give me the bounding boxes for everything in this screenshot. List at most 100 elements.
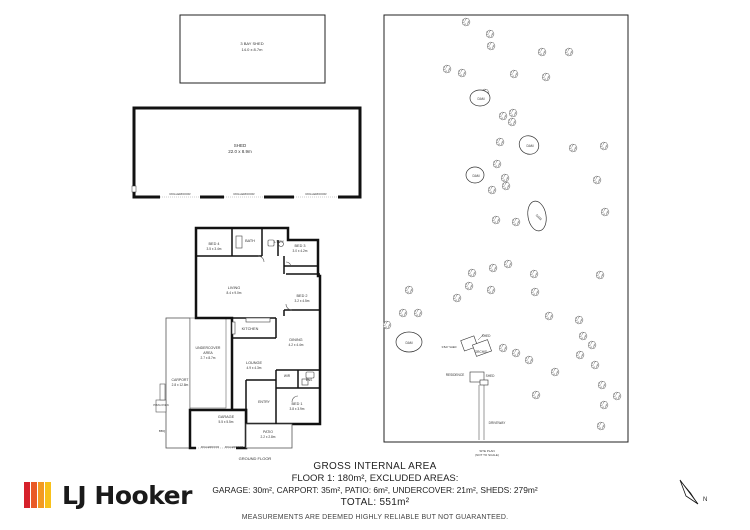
site-orchid: [472, 339, 492, 357]
brand-stripe: [24, 482, 30, 508]
tree-icon: [492, 159, 502, 169]
big-shed-size: 22.0 x 8.9m: [228, 149, 252, 154]
tree-icon: [495, 137, 505, 147]
tree-icon: [544, 311, 554, 321]
tree-icon: [464, 281, 474, 291]
tree-icon: [550, 367, 560, 377]
tree-icon: [491, 215, 501, 225]
room-dining-size: 4.2 x 4.4m: [289, 343, 304, 347]
tree-icon: [599, 400, 609, 410]
tree-icon: [509, 69, 519, 79]
site-3bay-label: 3 BAY SHED: [441, 345, 456, 349]
room-entry: ENTRY: [258, 400, 270, 404]
tree-icon: [537, 47, 547, 57]
lj-hooker-logo: LJ Hooker: [24, 480, 192, 510]
tree-icon: [574, 315, 584, 325]
tree-icon: [503, 259, 513, 269]
tree-icon: [564, 47, 574, 57]
dam-2-label: DAM: [526, 144, 533, 148]
small-shed: 3 BAY SHED 14.0 x 8.7m: [179, 14, 326, 84]
big-shed: SHED 22.0 x 8.9m ROLLERDOOR ROLLERDOOR R…: [131, 106, 362, 199]
floor-area-line: FLOOR 1: 180m², EXCLUDED AREAS:: [291, 473, 459, 484]
room-living-size: 8.4 x 9.0m: [227, 291, 242, 295]
tree-icon: [596, 421, 606, 431]
ground-floor-plan: PIZZA OVEN BBQ: [153, 226, 322, 461]
room-bed4: BED 4: [209, 242, 220, 246]
brand-stripe: [31, 482, 37, 508]
dam-2: [518, 135, 540, 155]
brand-stripe: [45, 482, 51, 508]
room-bed2: BED 2: [297, 294, 308, 298]
room-bed3-size: 3.0 x 4.2m: [293, 249, 308, 253]
tree-icon: [461, 17, 471, 27]
room-ldry: L'DRY: [274, 240, 285, 244]
room-undercover-2: AREA: [203, 351, 213, 355]
tree-group: [382, 17, 622, 431]
room-wir: WIR: [284, 374, 291, 378]
dam-1-label: DAM: [477, 97, 484, 101]
site-shed-label: SHED: [482, 334, 492, 338]
north-label: N: [703, 497, 708, 503]
carport-outline: [165, 317, 191, 449]
brand-name: LJ Hooker: [62, 480, 192, 510]
tree-icon: [578, 331, 588, 341]
room-ens: ENS: [306, 378, 313, 382]
tree-icon: [531, 390, 541, 400]
room-patio: PATIO: [263, 430, 273, 434]
dam-4-label: DAM: [535, 213, 543, 221]
room-dining: DINING: [289, 338, 302, 342]
dam-4: [527, 200, 547, 232]
site-residence: [469, 371, 485, 383]
room-bed3: BED 3: [295, 244, 306, 248]
total-area-line: TOTAL: 551m²: [340, 497, 410, 508]
excluded-areas-line: GARAGE: 30m², CARPORT: 35m², PATIO: 6m²,…: [212, 485, 538, 495]
tree-icon: [398, 308, 408, 318]
tree-icon: [587, 340, 597, 350]
big-shed-door-2: ROLLERDOOR: [233, 192, 255, 196]
tree-icon: [486, 41, 496, 51]
tree-icon: [592, 175, 602, 185]
site-plan-title: SITE PLAN: [479, 449, 494, 453]
site-driveway-label: DRIVEWAY: [489, 421, 507, 425]
small-shed-name: 3 BAY SHED: [240, 41, 263, 46]
tree-icon: [599, 141, 609, 151]
brand-stripe: [38, 482, 44, 508]
tree-icon: [442, 64, 452, 74]
bbq: [159, 383, 166, 401]
dam-5: [395, 331, 423, 353]
garage-door-1: ROLLERDOOR: [201, 445, 219, 449]
dam-1: [469, 89, 491, 107]
room-patio-size: 2.2 x 2.8m: [261, 435, 276, 439]
site-residence-label: RESIDENCE: [446, 373, 465, 377]
tree-icon: [457, 68, 467, 78]
tree-icon: [508, 108, 518, 118]
tree-icon: [600, 207, 610, 217]
undercover-outline: [189, 317, 227, 409]
room-lounge: LOUNGE: [246, 361, 263, 365]
room-living: LIVING: [228, 286, 240, 290]
tree-icon: [507, 117, 517, 127]
room-garage-size: 5.5 x 5.5m: [219, 420, 234, 424]
bbq-label: BBQ: [159, 429, 166, 433]
disclaimer: MEASUREMENTS ARE DEEMED HIGHLY RELIABLE …: [241, 514, 509, 521]
tree-icon: [487, 185, 497, 195]
tree-icon: [382, 320, 392, 330]
garage-door-2: ROLLERDOOR: [225, 445, 243, 449]
dam-5-label: DAM: [405, 341, 412, 345]
room-bath: BATH: [245, 239, 255, 243]
room-garage: GARAGE: [218, 415, 235, 419]
room-carport-size: 2.8 x 12.8m: [172, 383, 189, 387]
tree-icon: [452, 293, 462, 303]
tree-icon: [597, 380, 607, 390]
brand-stripes-icon: [24, 482, 51, 508]
north-arrow-icon: [679, 479, 699, 505]
tree-icon: [486, 285, 496, 295]
tree-icon: [498, 343, 508, 353]
pizza-oven-label: PIZZA OVEN: [153, 403, 168, 407]
big-shed-name: SHED: [234, 143, 247, 148]
tree-icon: [595, 270, 605, 280]
dam-3: [465, 166, 485, 184]
site-boundary: [383, 14, 629, 443]
room-bed2-size: 3.2 x 4.5m: [295, 299, 310, 303]
